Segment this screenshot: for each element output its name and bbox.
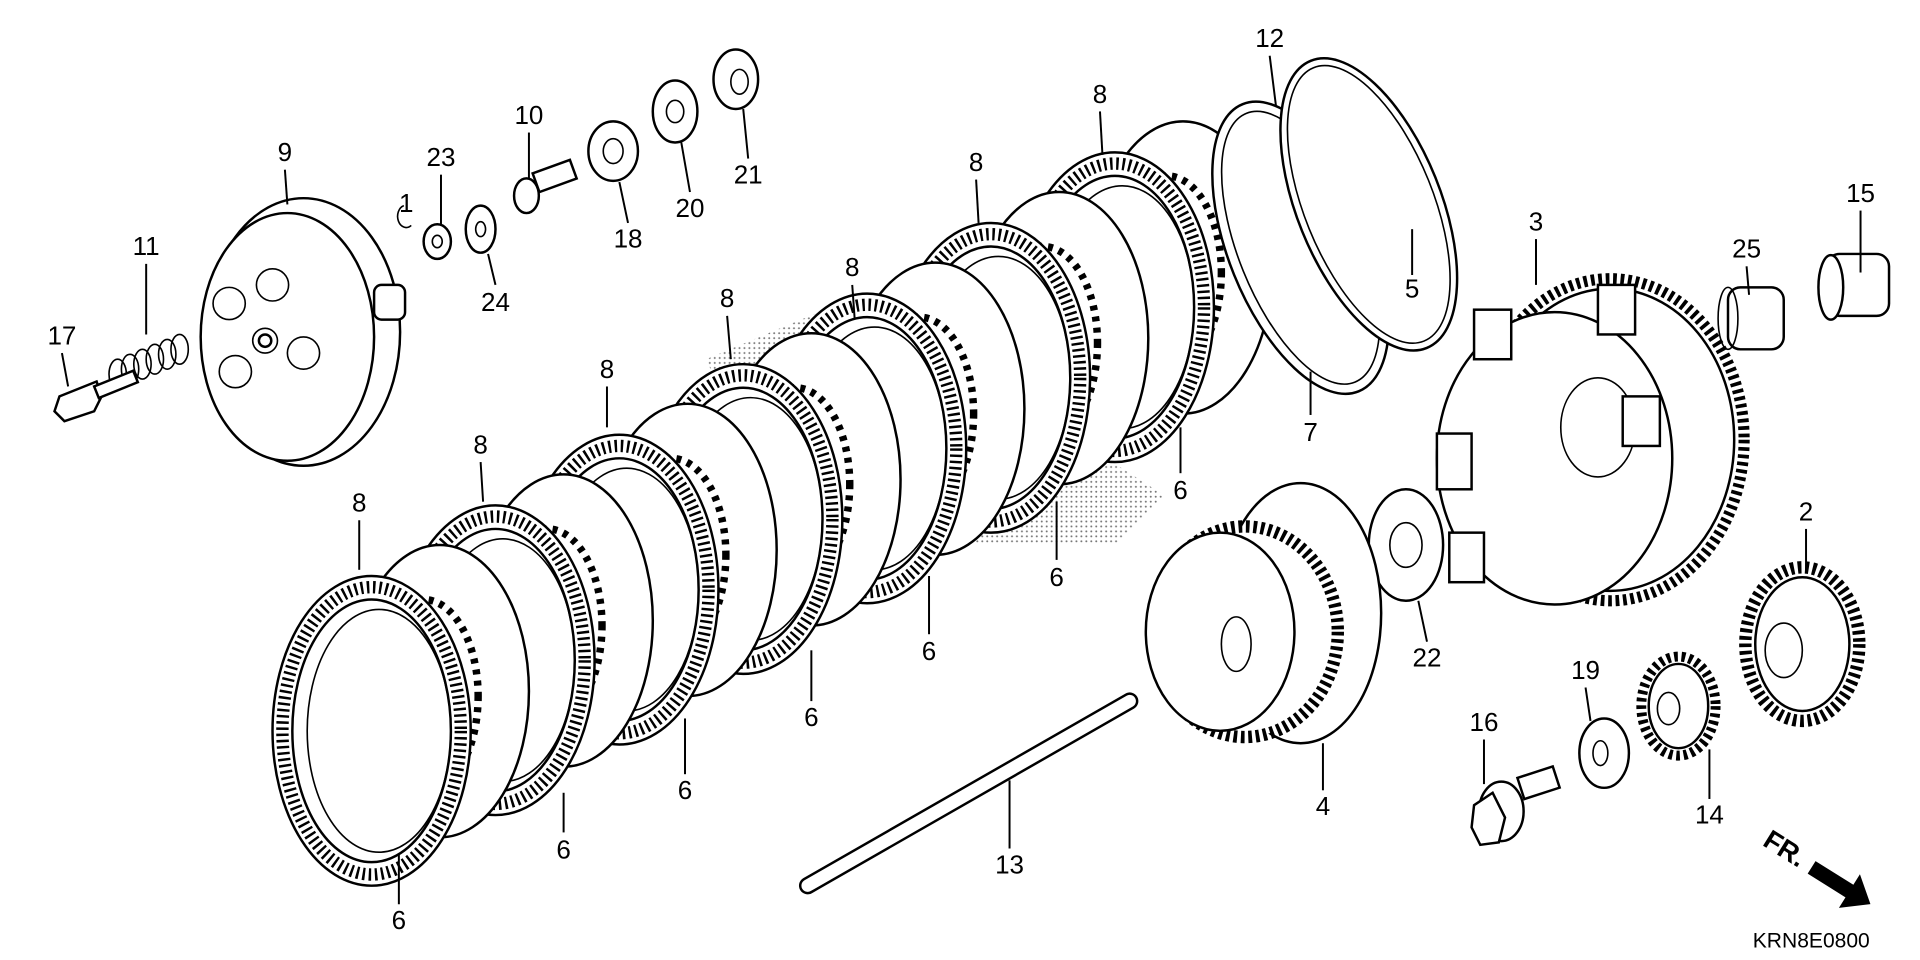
circlip [396,204,412,229]
callout-5: 5 [1405,273,1419,303]
callout-6: 6 [392,905,406,935]
lock-washer-20 [651,79,699,144]
leader-line [618,181,629,224]
leader-line [60,352,70,387]
callout-23: 23 [427,142,456,172]
front-label: FR. [1758,824,1812,874]
push-rod [798,692,1139,895]
clutch-center-hub [1144,481,1383,745]
callout-8: 8 [352,488,366,518]
callout-1: 1 [399,188,413,218]
bearing-24 [464,204,497,254]
front-direction-arrow: FR. [1758,824,1871,908]
gear-2 [1739,561,1866,728]
callout-6: 6 [1049,562,1063,592]
leader-line [1268,55,1277,106]
callout-8: 8 [600,354,614,384]
nut-18 [587,120,640,183]
leader-line [851,284,856,320]
washer-23 [422,222,453,261]
callout-24: 24 [481,287,510,317]
needle-bearing [1717,286,1785,351]
leader-line [1098,111,1104,155]
leader-line [487,253,497,286]
callout-21: 21 [734,159,763,189]
leader-line [1745,266,1751,295]
callout-6: 6 [556,834,570,864]
callout-20: 20 [676,193,705,223]
callout-15: 15 [1846,178,1875,208]
callout-8: 8 [720,283,734,313]
callout-7: 7 [1303,417,1317,447]
clutch-outer [1435,273,1750,607]
ring-5 [1279,57,1459,352]
callout-4: 4 [1316,791,1330,821]
clutch-plate-stack [271,120,1274,887]
diagram-code: KRN8E0800 [1753,930,1870,953]
washer-19 [1578,717,1631,790]
callout-16: 16 [1470,707,1499,737]
friction-disc [271,574,472,887]
callout-13: 13 [995,849,1024,879]
leader-line [975,179,980,224]
callout-8: 8 [473,429,487,459]
washer-21 [712,48,760,111]
callout-9: 9 [278,137,292,167]
leader-line [680,142,691,193]
callout-6: 6 [804,702,818,732]
callout-12: 12 [1255,23,1284,53]
callout-11: 11 [133,231,160,261]
leader-line [742,108,750,159]
collar [1817,252,1891,321]
callout-6: 6 [1173,475,1187,505]
callout-25: 25 [1732,234,1761,264]
callout-2: 2 [1799,496,1813,526]
leader-line [1417,600,1428,642]
leader-line [726,315,732,360]
callout-8: 8 [969,147,983,177]
leader-line [479,461,485,502]
callout-14: 14 [1695,800,1724,830]
gear-14 [1636,651,1721,761]
leader-line [283,169,289,205]
lifter-piece [512,158,579,215]
callout-6: 6 [678,775,692,805]
callout-8: 8 [1093,79,1107,109]
callout-19: 19 [1571,655,1600,685]
callout-3: 3 [1529,206,1543,236]
callout-17: 17 [47,320,76,350]
callout-labels: 8888888666666675123152522241916141391117… [47,23,1875,935]
leader-line [1584,687,1592,722]
bolt [53,369,140,423]
pressure-plate [199,196,407,467]
callout-18: 18 [614,224,643,254]
callout-10: 10 [514,100,543,130]
callout-6: 6 [922,636,936,666]
bolt-16 [1470,764,1562,847]
callout-8: 8 [845,252,859,282]
callout-22: 22 [1413,642,1442,672]
